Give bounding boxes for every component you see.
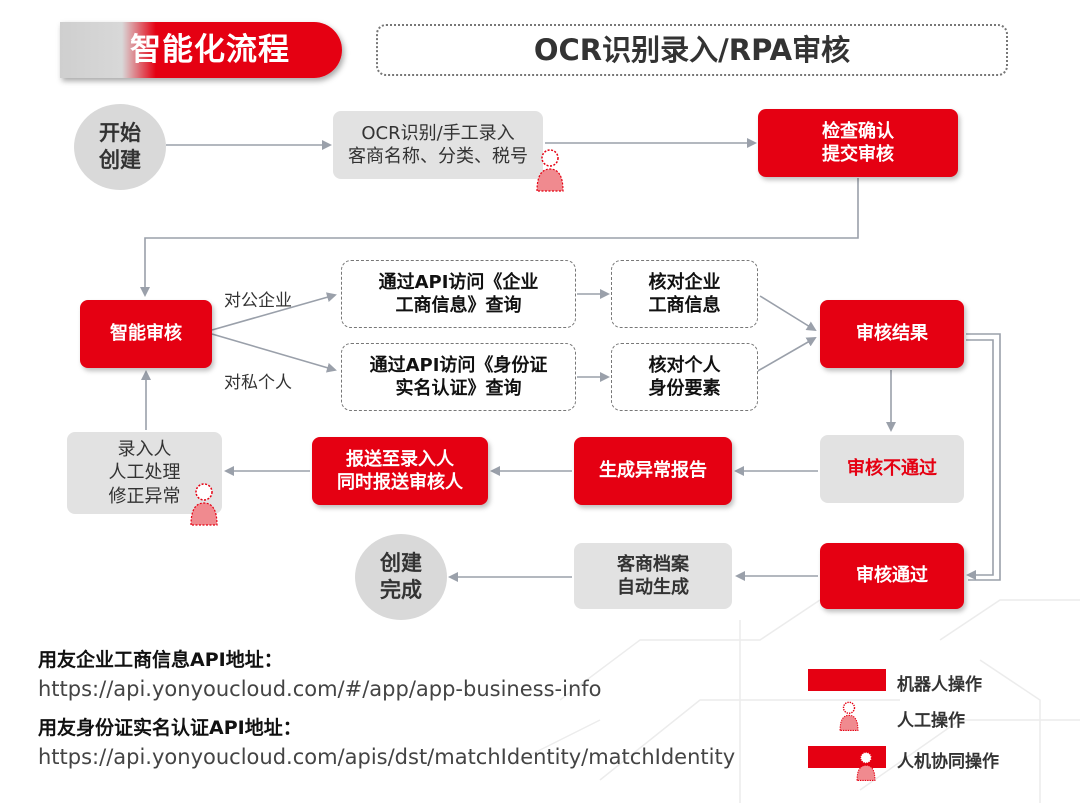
identity-api-url: https://api.yonyoucloud.com/apis/dst/mat… bbox=[38, 745, 736, 769]
done-node: 创建 完成 bbox=[355, 534, 447, 620]
legend-human-label: 人工操作 bbox=[897, 711, 965, 731]
ocr-input-node: OCR识别/手工录入 客商名称、分类、税号 bbox=[333, 111, 543, 179]
enterprise-api-heading: 用友企业工商信息API地址： bbox=[38, 649, 283, 671]
enterprise-api-url: https://api.yonyoucloud.com/#/app/app-bu… bbox=[38, 677, 602, 701]
manual-fix-node: 录入人 人工处理 修正异常 bbox=[67, 432, 222, 514]
start-node: 开始 创建 bbox=[74, 104, 166, 190]
verify-person-node: 核对个人 身份要素 bbox=[611, 343, 758, 411]
branch-label-corporate: 对公企业 bbox=[224, 291, 292, 311]
title-banner bbox=[60, 22, 342, 78]
arrow-check-to-smart bbox=[140, 178, 859, 297]
identity-api-heading: 用友身份证实名认证API地址： bbox=[38, 717, 302, 739]
api-identity-node: 通过API访问《身份证 实名认证》查询 bbox=[341, 343, 576, 411]
legend-robot-swatch bbox=[808, 669, 886, 691]
review-pass-node: 审核通过 bbox=[820, 543, 964, 609]
exception-report-node: 生成异常报告 bbox=[574, 437, 732, 505]
check-submit-node: 检查确认 提交审核 bbox=[758, 109, 958, 177]
review-fail-node: 审核不通过 bbox=[820, 435, 964, 503]
page-subtitle: OCR识别录入/RPA审核 bbox=[376, 24, 1008, 76]
person-icon bbox=[838, 700, 860, 732]
person-icon bbox=[534, 147, 566, 193]
arrow-verify-ent-to-result bbox=[759, 295, 817, 332]
verify-enterprise-node: 核对企业 工商信息 bbox=[611, 260, 758, 328]
arrow-result-to-pass-outer bbox=[966, 333, 1001, 581]
arrow-verify-per-to-result bbox=[755, 337, 817, 373]
person-icon bbox=[188, 481, 220, 527]
arrow-result-to-pass bbox=[966, 339, 994, 580]
legend-hybrid-label: 人机协同操作 bbox=[897, 752, 999, 772]
archive-node: 客商档案 自动生成 bbox=[574, 543, 732, 609]
branch-label-private: 对私个人 bbox=[224, 373, 292, 393]
person-icon bbox=[855, 750, 877, 782]
arrow-smart-to-corporate bbox=[211, 292, 337, 331]
legend-robot-label: 机器人操作 bbox=[897, 675, 982, 695]
review-result-node: 审核结果 bbox=[820, 300, 964, 368]
api-enterprise-node: 通过API访问《企业 工商信息》查询 bbox=[341, 260, 576, 328]
page-title: 智能化流程 bbox=[130, 32, 290, 68]
send-report-node: 报送至录入人 同时报送审核人 bbox=[312, 437, 488, 505]
smart-review-node: 智能审核 bbox=[80, 300, 212, 368]
arrow-smart-to-private bbox=[211, 333, 337, 373]
